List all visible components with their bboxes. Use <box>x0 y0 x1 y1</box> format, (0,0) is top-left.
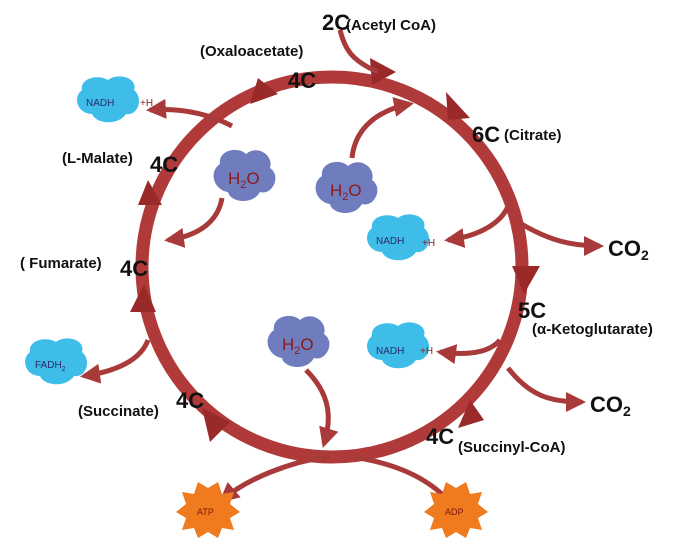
succinate-carbon: 4C <box>176 388 204 413</box>
nadh-plus-h: +H <box>420 346 433 357</box>
water-blob-icon <box>213 149 276 202</box>
arrow-to-co2-upper <box>516 219 604 256</box>
fadh-text: FADH2 <box>35 360 66 373</box>
water-h: H <box>330 181 342 200</box>
succinylcoa-name: (Succinyl-CoA) <box>458 439 566 456</box>
succinylcoa-carbon: 4C <box>426 424 454 449</box>
citrate-carbon: 6C <box>472 122 500 147</box>
nadh-blob-icon <box>367 214 430 261</box>
water-h: H <box>228 169 240 188</box>
ketoglutarate-carbon: 5C <box>518 298 546 323</box>
arrow-water-left-in <box>164 197 225 248</box>
arrow-water-bottom-in <box>304 368 339 448</box>
adp-label: ADP <box>445 507 464 517</box>
nadh-label: NADH <box>86 98 114 109</box>
water-blob-icon <box>315 161 378 214</box>
co2-upper: CO2 <box>608 236 649 263</box>
co2-label: CO <box>590 392 623 417</box>
ring-arrow-3 <box>512 266 540 294</box>
nadh-plus-h: +H <box>422 238 435 249</box>
ring-arrow-2 <box>446 92 470 120</box>
citrate-name: (Citrate) <box>504 127 562 144</box>
ring-arrowheads <box>130 58 540 442</box>
water-sub: 2 <box>294 345 300 357</box>
oxaloacetate-name: (Oxaloacetate) <box>200 43 303 60</box>
water-sub: 2 <box>240 179 246 191</box>
malate-carbon: 4C <box>150 152 178 177</box>
malate-name: (L-Malate) <box>62 150 133 167</box>
water-center: H2O <box>315 161 378 214</box>
arrow-water-center-in <box>349 97 414 159</box>
ring-arrow-7 <box>138 180 162 205</box>
arrow-to-nadh-top-left <box>146 98 234 129</box>
water-bottom: H2O <box>267 315 330 368</box>
ketoglutarate-name: (α-Ketoglutarate) <box>532 321 653 338</box>
nadh-label: NADH <box>376 236 404 247</box>
ring-arrow-5 <box>202 408 230 442</box>
water-o: O <box>300 335 313 354</box>
oxaloacetate-carbon: 4C <box>288 68 316 93</box>
water-o: O <box>348 181 361 200</box>
co2-lower: CO2 <box>590 392 631 419</box>
nadh-center: NADH +H <box>367 214 435 261</box>
ring-arrow-6 <box>130 284 156 312</box>
fadh-blob-icon <box>25 338 88 385</box>
arrow-to-nadh-center <box>444 199 513 248</box>
ring-arrow-4 <box>458 400 484 428</box>
acetyl-name: (Acetyl CoA) <box>346 17 436 34</box>
side-arrows <box>80 97 604 503</box>
arrow-to-fadh <box>80 338 151 384</box>
ring-arrow-8 <box>250 78 278 104</box>
atp-badge: ATP <box>176 482 240 538</box>
water-blob-icon <box>267 315 330 368</box>
water-h: H <box>282 335 294 354</box>
water-left: H2O <box>213 149 276 202</box>
co2-label: CO <box>608 236 641 261</box>
acetyl-carbon: 2C <box>322 10 350 35</box>
nadh-label: NADH <box>376 346 404 357</box>
nadh-lower: NADH +H <box>367 322 433 369</box>
nadh-blob-icon <box>367 322 430 369</box>
water-text: H2O <box>282 335 314 357</box>
atp-label: ATP <box>197 507 214 517</box>
arrow-to-co2-lower <box>506 366 586 412</box>
water-o: O <box>246 169 259 188</box>
water-text: H2O <box>228 169 260 191</box>
water-text: H2O <box>330 181 362 203</box>
fumarate-carbon: 4C <box>120 256 148 281</box>
atp-star-icon <box>176 482 240 538</box>
nadh-blob-icon <box>77 76 140 123</box>
acetyl-entry-arrow <box>337 29 379 75</box>
fadh2: FADH2 <box>25 338 88 385</box>
succinate-name: (Succinate) <box>78 403 159 420</box>
arrow-to-nadh-lower <box>436 338 502 365</box>
fumarate-name: ( Fumarate) <box>20 255 102 272</box>
nadh-plus-h: +H <box>140 98 153 109</box>
water-sub: 2 <box>342 191 348 203</box>
ring-arrow-1 <box>370 58 396 85</box>
fadh-label: FADH <box>35 360 62 371</box>
adp-star-icon <box>424 482 488 538</box>
adp-badge: ADP <box>424 482 488 538</box>
fadh-sub: 2 <box>62 366 66 373</box>
nadh-top-left: NADH +H <box>77 76 153 123</box>
co2-sub: 2 <box>623 403 631 419</box>
co2-sub: 2 <box>641 247 649 263</box>
